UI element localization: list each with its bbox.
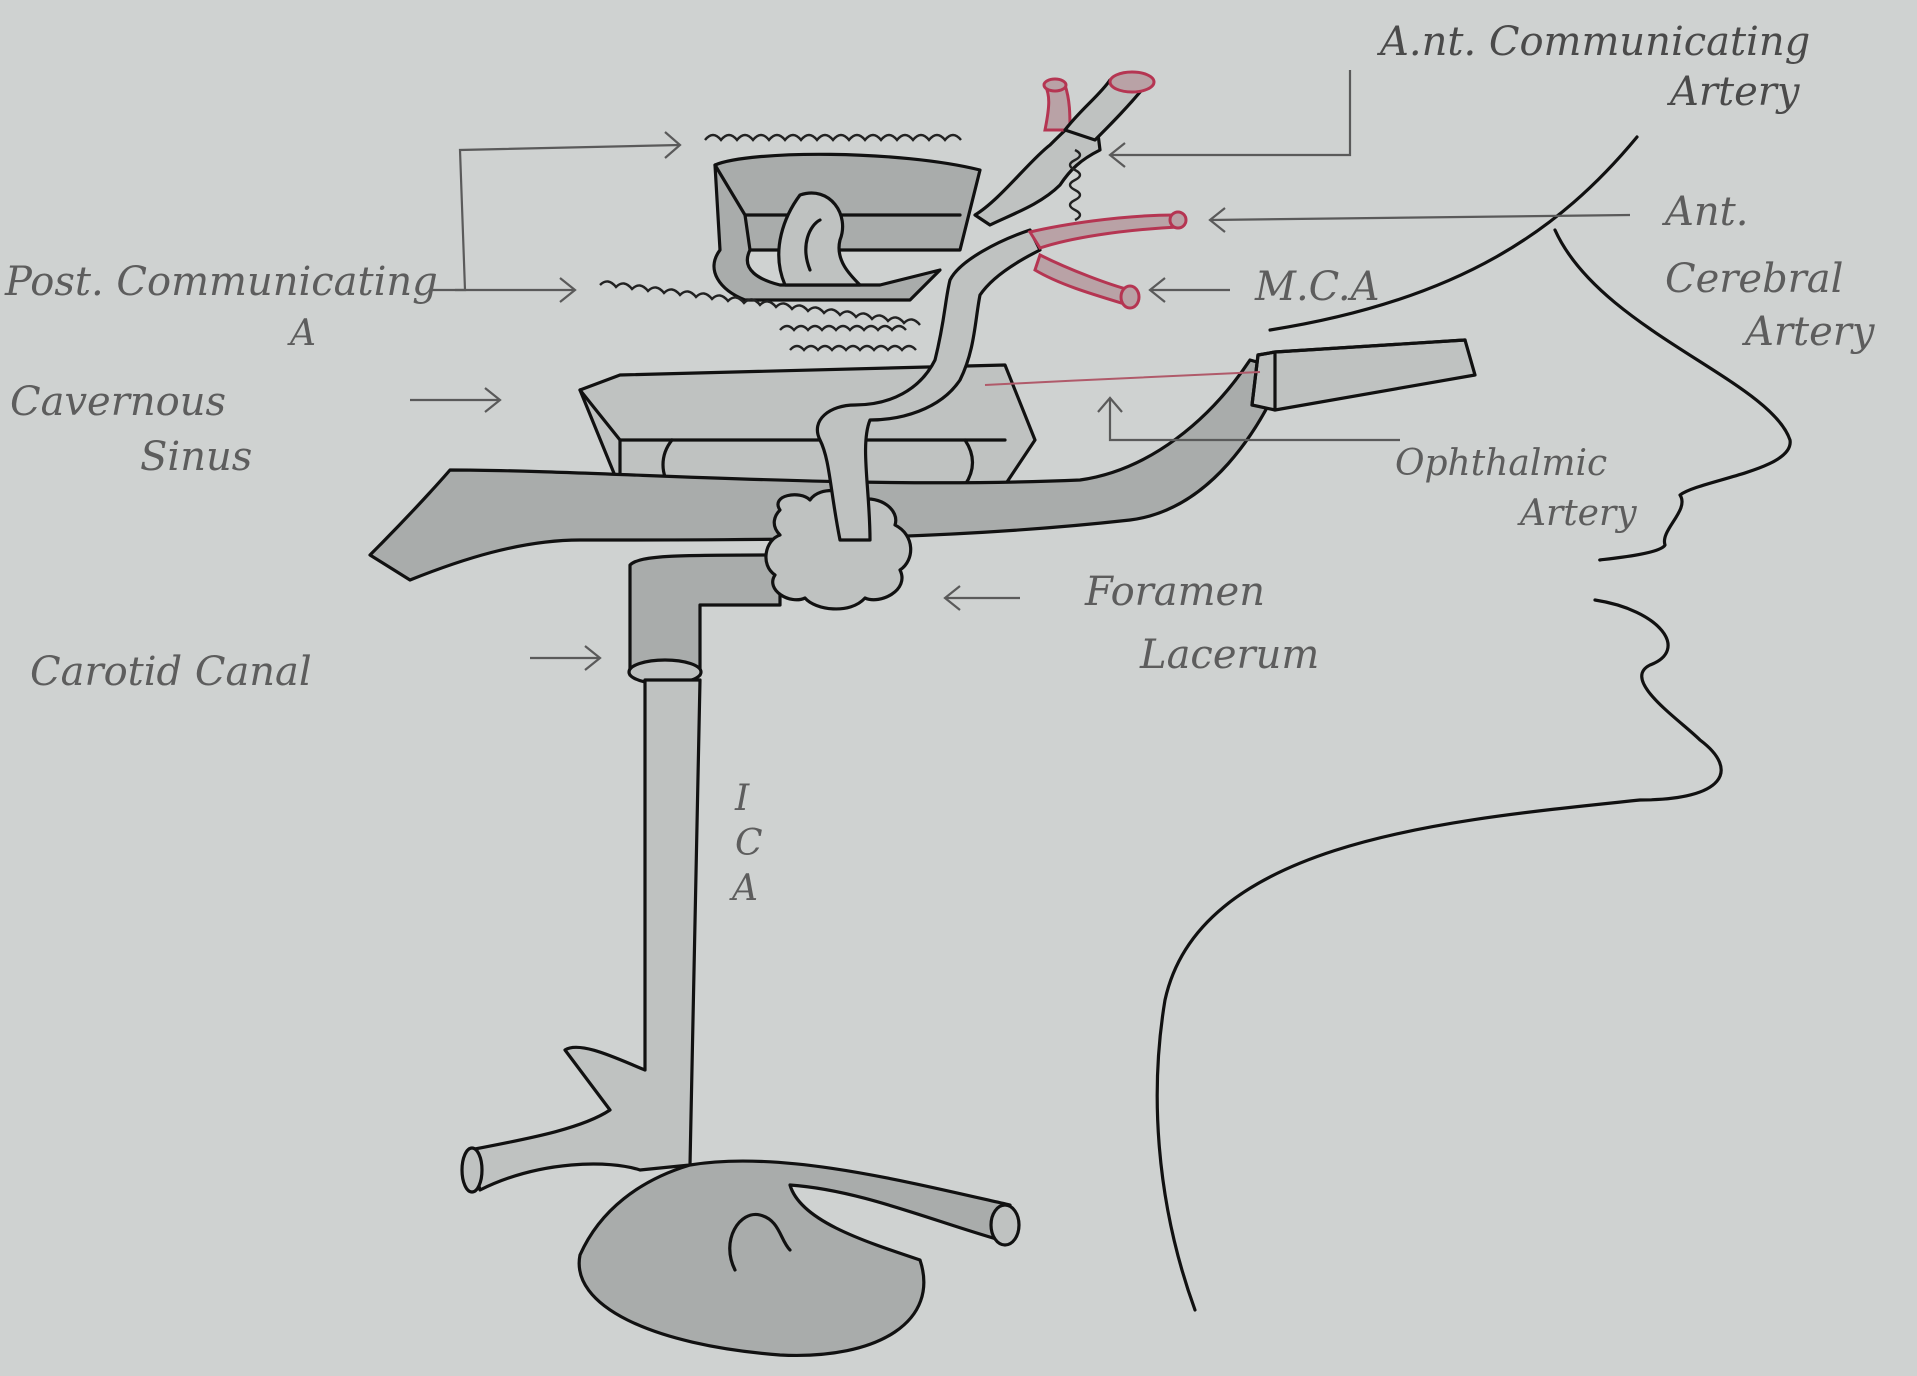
label-ant-cerebral-2: Cerebral — [1665, 256, 1843, 302]
ica-branch-end — [462, 1148, 482, 1192]
label-ica-a: A — [729, 868, 758, 909]
aortic-arch — [579, 1161, 1019, 1355]
optic-nerve-box — [1252, 340, 1475, 410]
label-ophthalmic-2: Artery — [1517, 493, 1637, 534]
ica-trunk — [470, 680, 700, 1190]
label-post-communicating-2: A — [287, 313, 316, 354]
label-cavernous-1: Cavernous — [10, 379, 226, 425]
label-foramen-2: Lacerum — [1139, 632, 1319, 678]
cavernous-coil — [780, 326, 916, 350]
label-post-communicating-1: Post. Communicating — [4, 259, 438, 305]
label-mca: M.C.A — [1254, 264, 1379, 310]
carotid-canal-tube — [629, 555, 780, 684]
label-ophthalmic-1: Ophthalmic — [1395, 443, 1607, 484]
label-ant-communicating-2: Artery — [1666, 69, 1801, 115]
label-ica-i: I — [734, 778, 750, 819]
label-ant-communicating-1: A.nt. Communicating — [1376, 19, 1810, 65]
cavernous-sinus-block — [580, 365, 1035, 488]
label-foramen-1: Foramen — [1084, 569, 1265, 615]
label-ant-cerebral-1: Ant. — [1661, 189, 1748, 235]
label-cavernous-2: Sinus — [140, 434, 252, 480]
top-coil — [705, 135, 961, 140]
label-ant-cerebral-3: Artery — [1741, 309, 1876, 355]
face-profile — [1157, 137, 1790, 1310]
label-ica-c: C — [735, 823, 763, 864]
sella-block — [714, 154, 980, 300]
label-carotid-canal: Carotid Canal — [30, 649, 312, 695]
